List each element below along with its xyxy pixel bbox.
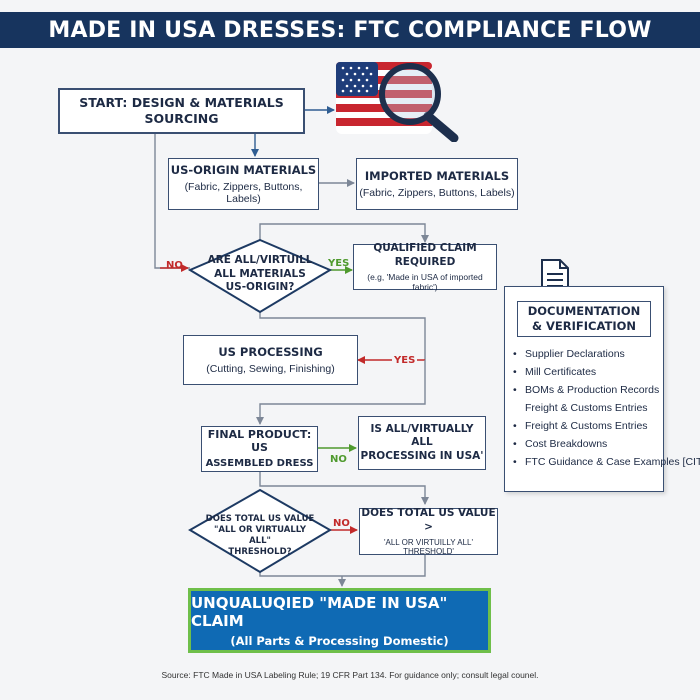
- label-yes-materials: YES: [328, 258, 350, 269]
- value-box-line1: DOES TOTAL US VALUE >: [361, 507, 496, 533]
- documentation-panel: DOCUMENTATION & VERIFICATION •Supplier D…: [504, 286, 700, 492]
- final-product-line2: ASSEMBLED DRESS: [205, 458, 314, 469]
- imported-materials-title: IMPORTED MATERIALS: [364, 169, 510, 184]
- us-materials-box: US-ORIGIN MATERIALS (Fabric, Zippers, Bu…: [168, 158, 319, 210]
- decision-value-line1: DOES TOTAL US VALUE: [205, 514, 315, 524]
- page-title: MADE IN USA DRESSES: FTC COMPLIANCE FLOW: [0, 12, 700, 48]
- source-note: Source: FTC Made in USA Labeling Rule; 1…: [161, 670, 539, 680]
- us-processing-title: US PROCESSING: [218, 345, 323, 360]
- list-item: •BOMs & Production Records: [513, 384, 660, 396]
- imported-materials-subtitle: (Fabric, Zippers, Buttons, Labels): [359, 186, 515, 199]
- decision-materials-line2: ALL MATERIALS: [214, 267, 306, 280]
- documentation-title-line1: DOCUMENTATION: [527, 304, 641, 319]
- decision-materials-diamond: [187, 238, 333, 314]
- list-item: •Mill Certificates: [513, 366, 597, 378]
- decision-materials-text: ARE ALL/VIRTUILL ALL MATERIALS US-ORIGIN…: [200, 254, 320, 295]
- qualified-claim-title: QUALIFIED CLAIM REQUIRED: [373, 242, 477, 268]
- list-item: •FTC Guidance & Case Examples [CITE]: [513, 456, 700, 468]
- us-materials-subtitle: (Fabric, Zippers, Buttons, Labels): [184, 180, 303, 205]
- us-processing-subtitle: (Cutting, Sewing, Finishing): [206, 362, 335, 375]
- final-claim-title: UNQUALUQIED "MADE IN USA" CLAIM: [191, 593, 448, 630]
- list-item: Freight & Customs Entries: [525, 402, 648, 414]
- value-box-line2: 'ALL OR VIRTUILLY ALL' THRESHOLD': [383, 537, 474, 556]
- decision-value-line3: THRESHOLD?: [228, 547, 292, 558]
- final-product-line1: FINAL PRODUCT: US: [207, 427, 312, 455]
- us-processing-box: US PROCESSING (Cutting, Sewing, Finishin…: [183, 335, 358, 385]
- label-no-value: NO: [333, 518, 350, 529]
- label-no-processing: NO: [330, 454, 347, 465]
- start-label: START: DESIGN & MATERIALS SOURCING: [79, 95, 284, 126]
- processing-question-line1: IS ALL/VIRTUALLY ALL: [370, 423, 474, 449]
- documentation-list: •Supplier Declarations •Mill Certificate…: [513, 345, 700, 471]
- list-item: •Cost Breakdowns: [513, 438, 608, 450]
- decision-value-line2: "ALL OR VIRTUALLY ALL": [213, 525, 307, 547]
- processing-question-line2: PROCESSING IN USA': [360, 449, 484, 462]
- documentation-title: DOCUMENTATION & VERIFICATION: [517, 301, 651, 337]
- qualified-claim-subtitle: (e.g, 'Made in USA of imported fabric'): [367, 271, 483, 292]
- qualified-claim-box: QUALIFIED CLAIM REQUIRED (e.g, 'Made in …: [353, 242, 497, 292]
- us-materials-title: US-ORIGIN MATERIALS: [170, 163, 317, 178]
- imported-materials-box: IMPORTED MATERIALS (Fabric, Zippers, But…: [356, 158, 518, 210]
- list-item: •Freight & Customs Entries: [513, 420, 648, 432]
- processing-question-box: IS ALL/VIRTUALLY ALL PROCESSING IN USA': [358, 416, 486, 470]
- list-item: •Supplier Declarations: [513, 348, 625, 360]
- us-flag-magnifier-icon: [336, 62, 459, 142]
- decision-materials-line3: US-ORIGIN?: [225, 281, 295, 294]
- final-claim-box: UNQUALUQIED "MADE IN USA" CLAIM (All Par…: [188, 588, 491, 653]
- decision-value-diamond: [188, 488, 332, 574]
- label-no-materials: NO: [166, 260, 183, 271]
- value-threshold-box: DOES TOTAL US VALUE > 'ALL OR VIRTUILLY …: [359, 507, 498, 556]
- final-product-box: FINAL PRODUCT: US ASSEMBLED DRESS: [201, 426, 318, 472]
- label-yes-processing: YES: [392, 355, 418, 366]
- decision-materials-line1: ARE ALL/VIRTUILL: [207, 254, 313, 266]
- start-box: START: DESIGN & MATERIALS SOURCING: [58, 88, 305, 134]
- decision-value-text: DOES TOTAL US VALUE "ALL OR VIRTUALLY AL…: [205, 514, 315, 558]
- documentation-title-line2: & VERIFICATION: [531, 319, 636, 333]
- final-claim-subtitle: (All Parts & Processing Domestic): [230, 633, 449, 648]
